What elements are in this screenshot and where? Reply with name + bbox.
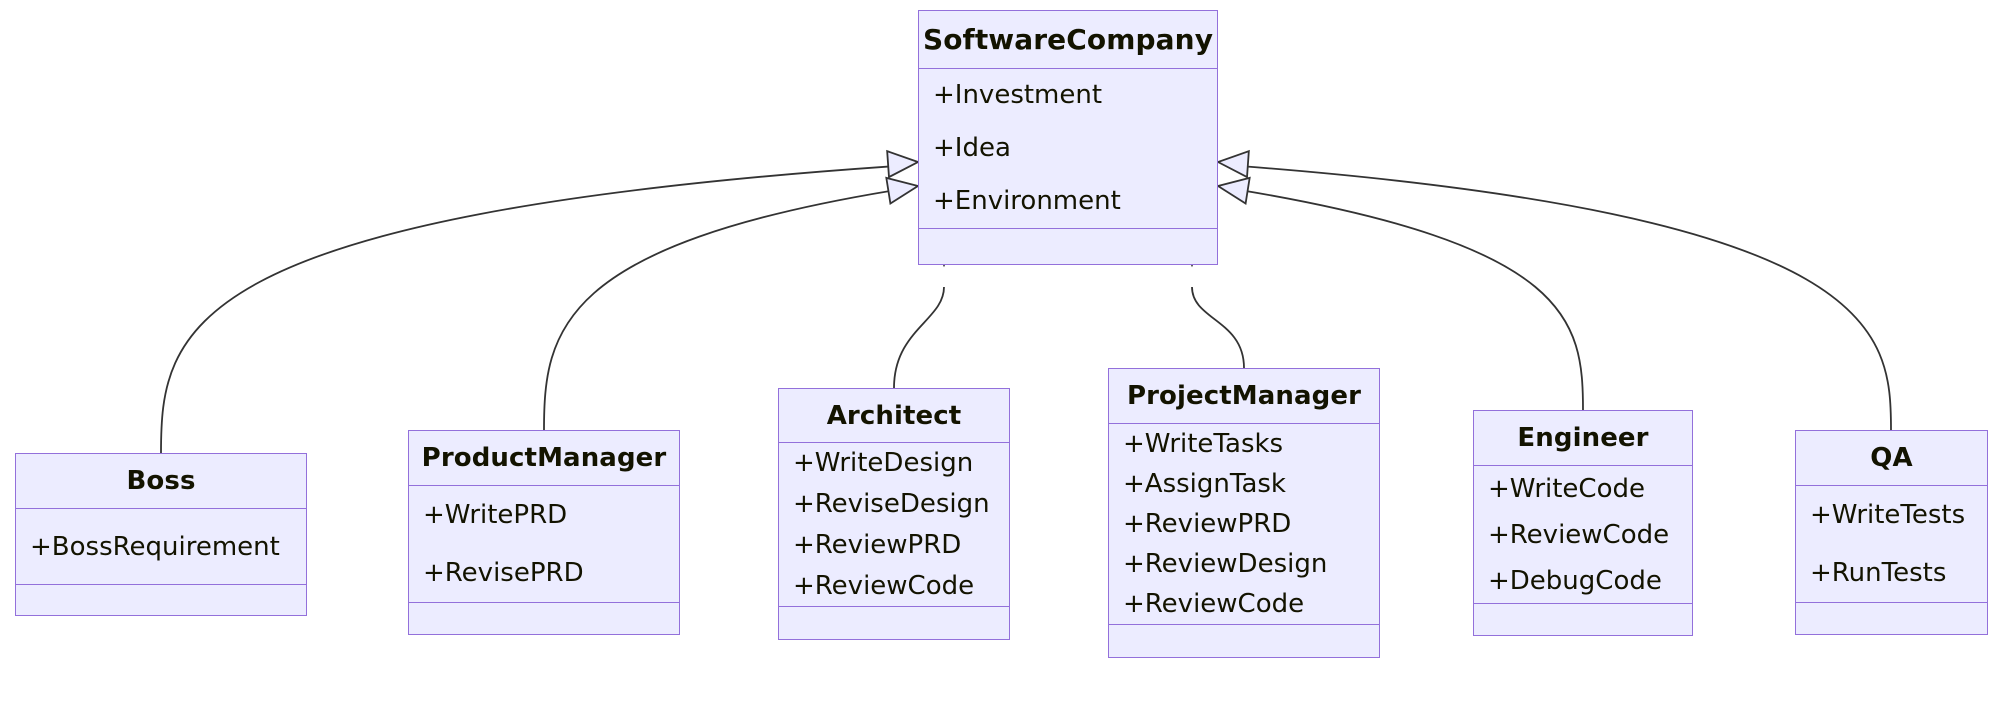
class-node-architect[interactable]: Architect +WriteDesign +ReviseDesign +Revie… (778, 388, 1010, 640)
class-name-softwarecompany: SoftwareCompany (919, 11, 1217, 69)
attribute-row: +WriteDesign (793, 447, 974, 478)
class-name-boss: Boss (16, 454, 306, 509)
attribute-row: +RunTests (1810, 558, 1947, 588)
attribute-row: +ReviewPRD (793, 529, 962, 560)
class-name-engineer: Engineer (1474, 411, 1692, 466)
class-attributes-engineer: +WriteCode +ReviewCode +DebugCode (1474, 466, 1692, 604)
class-methods-productmanager (409, 603, 679, 636)
class-name-productmanager: ProductManager (409, 431, 679, 486)
class-node-qa[interactable]: QA +WriteTests +RunTests (1795, 430, 1988, 635)
class-methods-qa (1796, 603, 1987, 636)
class-name-projectmanager: ProjectManager (1109, 369, 1379, 424)
class-node-engineer[interactable]: Engineer +WriteCode +ReviewCode +DebugCode (1473, 410, 1693, 636)
class-attributes-projectmanager: +WriteTasks +AssignTask +ReviewPRD +ReviewD… (1109, 424, 1379, 625)
class-methods-boss (16, 585, 306, 617)
attribute-row: +WriteTasks (1123, 428, 1284, 459)
class-name-architect: Architect (779, 389, 1009, 443)
attribute-row: +Environment (933, 186, 1121, 217)
hollow-triangle-arrowhead-icon (1215, 149, 1250, 179)
attribute-row: +Idea (933, 132, 1011, 163)
attribute-row: +ReviseDesign (793, 488, 990, 519)
class-attributes-softwarecompany: +Investment +Idea +Environment (919, 69, 1217, 229)
class-node-projectmanager[interactable]: ProjectManager +WriteTasks +AssignTask +Rev… (1108, 368, 1380, 658)
class-name-qa: QA (1796, 431, 1987, 486)
class-node-boss[interactable]: Boss +BossRequirement (15, 453, 307, 616)
edge-engineer-to-softwarecompany (1215, 176, 1584, 411)
hollow-triangle-arrowhead-icon (886, 149, 921, 179)
generalization-line (1239, 165, 1892, 431)
generalization-line (1191, 286, 1245, 369)
class-methods-engineer (1474, 604, 1692, 637)
class-methods-projectmanager (1109, 625, 1379, 659)
generalization-line (1239, 189, 1584, 411)
generalization-line (543, 189, 897, 431)
hollow-triangle-arrowhead-icon (885, 176, 921, 206)
attribute-row: +BossRequirement (30, 531, 280, 562)
attribute-row: +RevisePRD (423, 558, 584, 588)
attribute-row: +WriteTests (1810, 499, 1966, 530)
attribute-row: +ReviewCode (1123, 589, 1305, 620)
attribute-row: +DebugCode (1488, 565, 1662, 596)
attribute-row: +ReviewCode (1488, 519, 1670, 550)
class-attributes-architect: +WriteDesign +ReviseDesign +ReviewPRD +Revi… (779, 443, 1009, 607)
edge-boss-to-softwarecompany (160, 149, 921, 454)
class-node-softwarecompany[interactable]: SoftwareCompany +Investment +Idea +Environm… (918, 10, 1218, 265)
class-attributes-boss: +BossRequirement (16, 509, 306, 585)
attribute-row: +ReviewPRD (1123, 508, 1292, 539)
hollow-triangle-arrowhead-icon (1215, 176, 1251, 206)
attribute-row: +WriteCode (1488, 473, 1645, 504)
class-attributes-qa: +WriteTests +RunTests (1796, 486, 1987, 603)
attribute-row: +AssignTask (1123, 468, 1286, 499)
edge-qa-to-softwarecompany (1215, 149, 1892, 431)
class-methods-architect (779, 607, 1009, 641)
generalization-line (893, 286, 945, 389)
attribute-row: +WritePRD (423, 499, 568, 530)
class-node-productmanager[interactable]: ProductManager +WritePRD +RevisePRD (408, 430, 680, 635)
edge-productmanager-to-softwarecompany (543, 176, 921, 431)
attribute-row: +ReviewCode (793, 570, 975, 601)
class-methods-softwarecompany (919, 229, 1217, 264)
attribute-row: +Investment (933, 79, 1103, 110)
class-attributes-productmanager: +WritePRD +RevisePRD (409, 486, 679, 603)
attribute-row: +ReviewDesign (1123, 549, 1328, 580)
generalization-line (160, 165, 897, 454)
